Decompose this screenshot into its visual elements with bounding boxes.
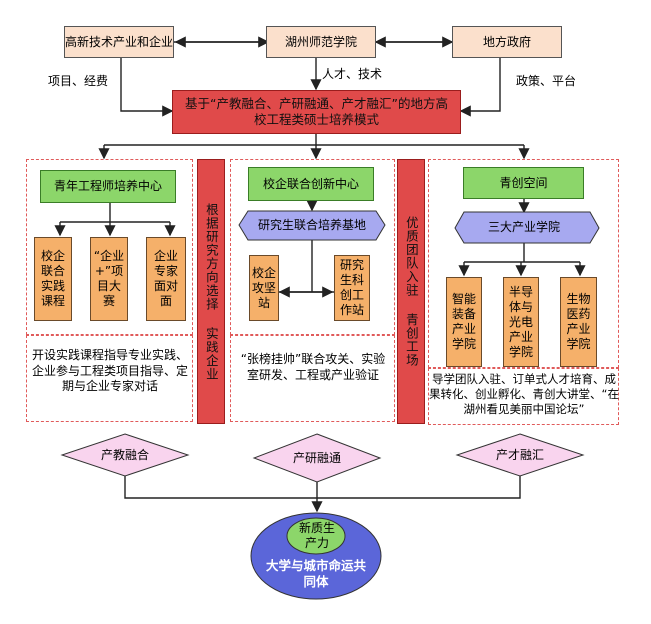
- label-talent-tech: 人才、技术: [322, 67, 383, 81]
- middle-item-2: 研究生科创工作站: [334, 255, 370, 321]
- left-pillar: 根据研究方向选择 实践企业: [197, 159, 225, 424]
- youth-space-header: 青创空间: [463, 167, 584, 199]
- diamond-label-3: 产才融汇: [495, 447, 544, 462]
- innovation-center-header: 校企联合创新中心: [248, 167, 374, 201]
- middle-lower-frame: [230, 335, 395, 422]
- new-productivity-label: 新质生产力: [298, 521, 335, 550]
- outer-ellipse-shape: [250, 512, 382, 600]
- right-item-3: 生物医药产业学院: [560, 277, 597, 367]
- right-lower-frame: [428, 368, 619, 425]
- university-box: 湖州师范学院: [266, 26, 376, 58]
- government-box: 地方政府: [452, 26, 562, 58]
- middle-upper-frame: [230, 159, 395, 335]
- diamond-shape-1: [60, 433, 190, 477]
- left-upper-frame: [26, 159, 193, 335]
- main-title: 基于“产教融合、产研融通、产才融汇”的地方高校工程类硕士培养模式: [172, 90, 461, 134]
- base-shape-right: [454, 211, 600, 244]
- label-policy-platform: 政策、平台: [516, 74, 577, 88]
- left-item-3: 企业专家面对面: [146, 237, 186, 321]
- right-pillar: 优质团队入驻 青创工场: [397, 159, 425, 424]
- left-item-2: “企业+”项目大赛: [90, 237, 128, 321]
- left-item-1: 校企联合实践课程: [34, 237, 72, 321]
- diamond-label-2: 产研融通: [292, 450, 341, 465]
- diamond-label-1: 产教融合: [100, 447, 149, 462]
- left-description: 开设实践课程指导专业实践、企业参与工程类项目指导、定期与企业专家对话: [32, 348, 189, 394]
- base-shape-middle: [238, 210, 386, 241]
- joint-training-base-label: 研究生联合培养基地: [257, 218, 366, 232]
- industry-colleges-label: 三大产业学院: [487, 220, 560, 234]
- diamond-shape-2: [252, 433, 382, 483]
- label-project-funding: 项目、经费: [48, 74, 109, 88]
- right-item-2: 半导体与光电产业学院: [503, 277, 539, 367]
- industry-enterprise-box: 高新技术产业和企业: [64, 26, 174, 58]
- inner-ellipse-shape: [286, 517, 346, 555]
- diamond-shape-3: [455, 433, 585, 477]
- young-engineer-center-header: 青年工程师培养中心: [40, 170, 176, 203]
- middle-description: “张榜挂帅”联合攻关、实验室研发、工程或产业验证: [240, 352, 386, 382]
- middle-item-1: 校企攻坚站: [249, 255, 279, 321]
- community-label: 大学与城市命运共同体: [265, 558, 366, 589]
- right-description: 导学团队入驻、订单式人才培育、成果转化、创业孵化、青创大讲堂、“在湖州看见美丽中…: [429, 372, 619, 416]
- left-lower-frame: [26, 335, 193, 422]
- right-upper-frame: [428, 159, 619, 368]
- right-item-1: 智能装备产业学院: [446, 277, 482, 367]
